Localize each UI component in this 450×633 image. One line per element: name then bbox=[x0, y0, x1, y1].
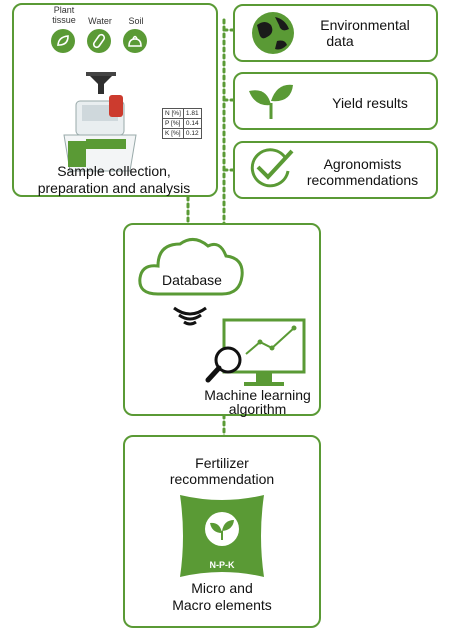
funnel-icon bbox=[86, 72, 116, 94]
soil-bag-icon bbox=[123, 29, 147, 53]
fertilizer-title-line1: Fertilizer bbox=[195, 455, 249, 471]
npk-results-table: N [%]1.81 P [%]0.14 K [%]0.12 bbox=[162, 108, 202, 139]
database-label: Database bbox=[162, 272, 222, 288]
table-row: K [%]0.12 bbox=[162, 128, 202, 139]
database-cloud-icon bbox=[138, 238, 244, 296]
environmental-data-line1: Environmental bbox=[320, 17, 410, 33]
leaf-icon bbox=[51, 29, 75, 53]
source-label-plant: Plant tissue bbox=[52, 5, 76, 25]
analytics-monitor-icon bbox=[205, 318, 306, 386]
agronomists-line2: recommendations bbox=[306, 172, 419, 188]
ml-label-line2: algorithm bbox=[228, 401, 287, 417]
fertilizer-bag-icon bbox=[180, 495, 264, 577]
sample-caption-line2: preparation and analysis bbox=[37, 180, 191, 196]
source-label-soil: Soil bbox=[128, 16, 144, 26]
analyzer-device bbox=[63, 95, 137, 172]
yield-results-label: Yield results bbox=[332, 95, 408, 111]
source-label-water: Water bbox=[88, 16, 112, 26]
test-tube-icon bbox=[87, 29, 111, 53]
bag-label: N-P-K bbox=[209, 560, 235, 570]
table-row: N [%]1.81 bbox=[162, 108, 202, 119]
fertilizer-title-line2: recommendation bbox=[169, 471, 275, 487]
wireless-signal-icon bbox=[173, 306, 207, 326]
globe-icon bbox=[252, 12, 294, 54]
ml-label-line1: Machine learning bbox=[204, 387, 311, 403]
sample-caption-line1: Sample collection, bbox=[57, 163, 171, 179]
agronomists-line1: Agronomists bbox=[323, 156, 402, 172]
fertilizer-bottom-line1: Micro and bbox=[191, 580, 253, 596]
table-row: P [%]0.14 bbox=[162, 118, 202, 129]
checkmark-icon bbox=[250, 148, 294, 188]
sprout-icon bbox=[249, 84, 293, 119]
fertilizer-bottom-line2: Macro elements bbox=[172, 597, 272, 613]
environmental-data-line2: data bbox=[326, 33, 354, 49]
